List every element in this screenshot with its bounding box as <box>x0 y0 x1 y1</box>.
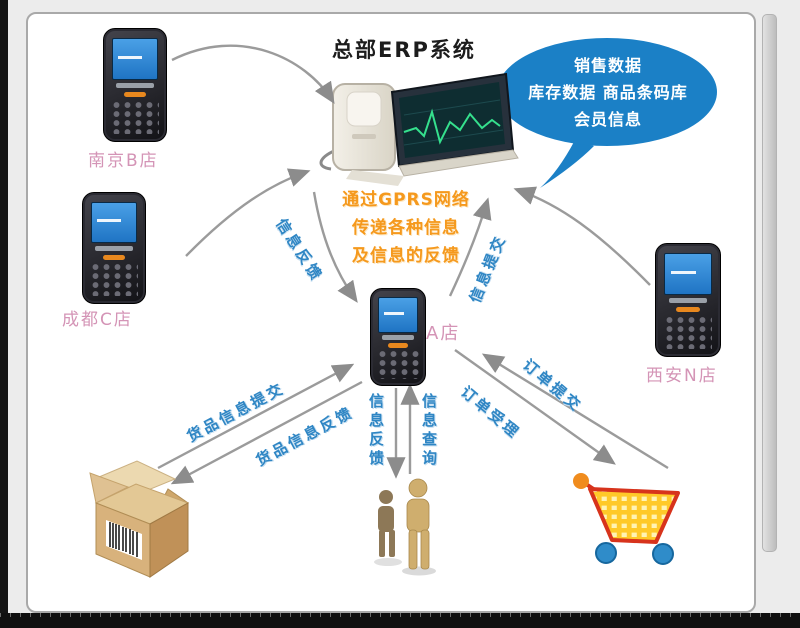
bottom-black-bar <box>0 613 800 628</box>
arrow-server-to-astore <box>312 191 358 303</box>
store-label-astore: A店 <box>426 323 461 344</box>
bubble-line-3: 会员信息 <box>573 110 642 129</box>
customer-small <box>378 490 395 557</box>
arrow-astore-to-cart <box>454 349 616 465</box>
cart-wheel-right <box>652 543 674 565</box>
pda-screen-logo <box>670 270 696 274</box>
shopping-cart <box>573 473 680 565</box>
cart-handle-ball <box>573 473 589 489</box>
left-black-strip <box>0 0 8 628</box>
pda-screen <box>91 201 137 244</box>
pda-orange-key <box>102 254 126 261</box>
pda-keypad <box>377 350 419 380</box>
gprs-line-2: 传递各种信息 <box>352 218 460 238</box>
pda-xian <box>655 243 721 357</box>
pda-band <box>95 245 133 252</box>
arrow-astore-to-server <box>448 197 492 297</box>
data-speech-bubble <box>497 38 717 188</box>
bubble-text: 销售数据 库存数据 商品条码库 会员信息 <box>502 52 714 133</box>
flow-label-customer-feedback: 信息反馈 <box>368 392 384 467</box>
pda-band <box>668 297 708 304</box>
pda-nanjing <box>103 28 167 142</box>
gprs-note: 通过GPRS网络 传递各种信息 及信息的反馈 <box>330 186 482 270</box>
pda-screen-logo <box>97 219 122 223</box>
arrow-astore-to-box <box>170 380 363 485</box>
pda-orange-key <box>676 306 700 313</box>
erp-server <box>319 72 519 186</box>
pda-keypad <box>90 263 138 297</box>
pda-band <box>381 335 415 340</box>
flow-label-customer-query: 信息查询 <box>421 392 437 467</box>
store-label-xian: 西安N店 <box>646 366 718 386</box>
bubble-line-1: 销售数据 <box>573 56 642 75</box>
pda-screen <box>112 37 158 81</box>
barcode-stripes <box>109 522 138 557</box>
monitor-waveform <box>403 108 501 145</box>
vertical-scrollbar[interactable] <box>762 14 777 552</box>
goods-box <box>89 460 190 578</box>
customers-figures <box>374 478 436 576</box>
pda-orange-key <box>388 342 408 348</box>
pda-screen <box>378 296 418 334</box>
arrow-nanjing-to-server <box>171 44 335 105</box>
arrow-xian-to-server <box>513 186 651 286</box>
pda-screen-logo <box>383 312 405 316</box>
server-cable <box>319 148 337 171</box>
pda-screen <box>664 252 712 296</box>
store-label-nanjing: 南京B店 <box>88 151 159 171</box>
customer-large <box>406 478 430 570</box>
pda-keypad <box>663 315 713 350</box>
page-title: 总部ERP系统 <box>332 38 476 62</box>
store-label-chengdu: 成都C店 <box>62 310 133 330</box>
filmstrip-ticks <box>0 613 800 617</box>
pda-orange-key <box>123 91 147 98</box>
pda-band <box>116 82 154 89</box>
arrow-chengdu-to-server <box>185 168 311 257</box>
pda-keypad <box>111 100 159 135</box>
pda-screen-logo <box>118 55 143 59</box>
flow-arrows <box>157 44 669 485</box>
arrow-cart-to-astore <box>481 353 669 470</box>
cart-wheel-left <box>595 542 617 564</box>
bubble-line-2: 库存数据 商品条码库 <box>528 83 688 102</box>
gprs-line-3: 及信息的反馈 <box>352 246 460 266</box>
pda-astore <box>370 288 426 386</box>
pda-chengdu <box>82 192 146 304</box>
arrow-box-to-astore <box>157 363 355 470</box>
gprs-line-1: 通过GPRS网络 <box>342 190 470 210</box>
